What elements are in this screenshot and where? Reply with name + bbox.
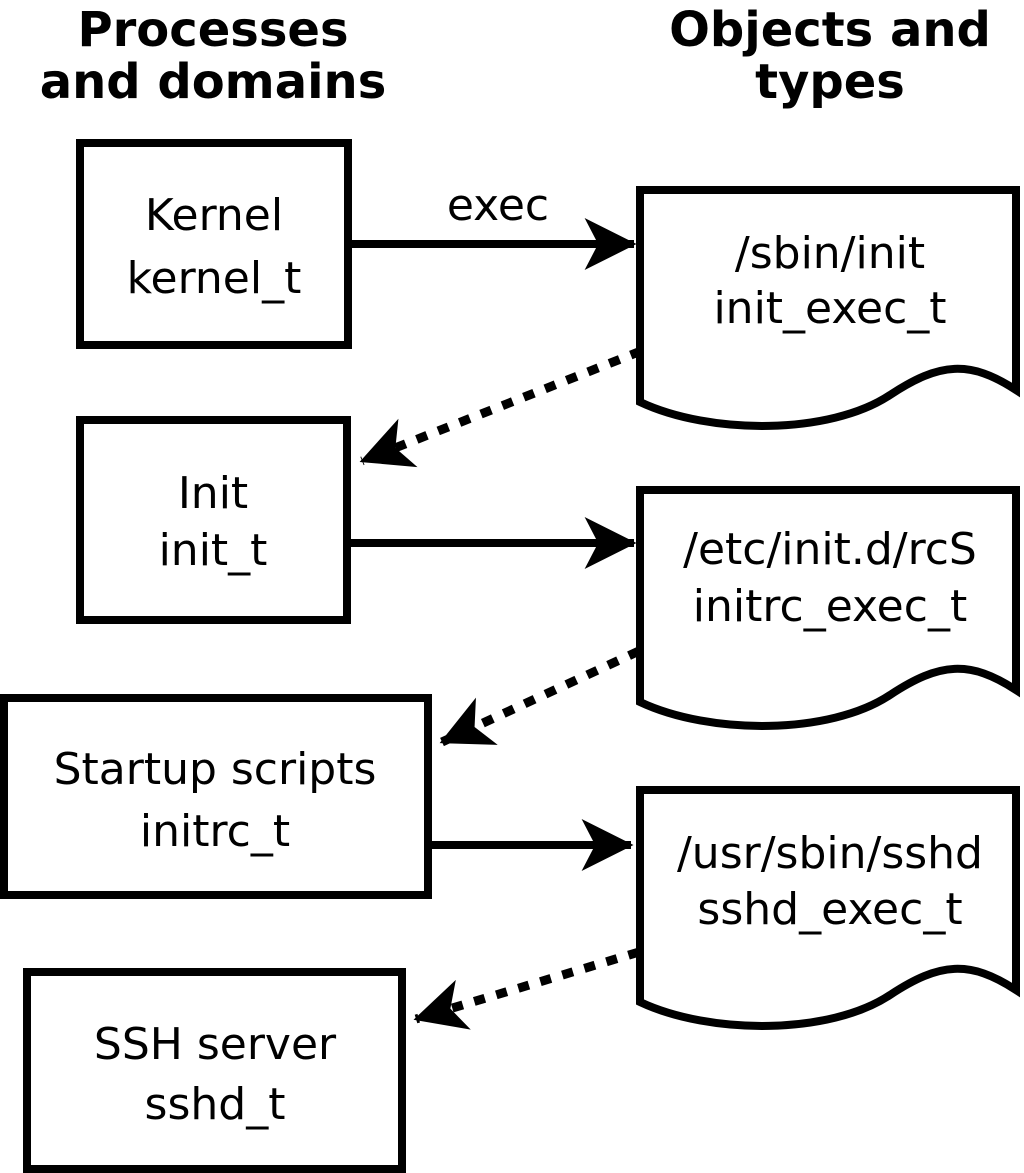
object-doc-etc-init-rcS: /etc/init.d/rcS initrc_exec_t xyxy=(636,486,1020,730)
process-box-startup-scripts-domain: initrc_t xyxy=(140,806,290,857)
process-box-init-domain: init_t xyxy=(159,525,268,576)
header-processes-line1: Processes xyxy=(77,2,348,58)
process-box-ssh-server-rect xyxy=(23,968,406,1173)
process-box-kernel-domain: kernel_t xyxy=(127,253,302,304)
header-objects-line2: types xyxy=(755,54,905,110)
process-box-init-rect xyxy=(76,416,351,624)
process-box-ssh-server-domain: sshd_t xyxy=(145,1079,286,1130)
process-box-ssh-server: SSH server sshd_t xyxy=(23,968,406,1173)
object-doc-etc-init-rcS-type: initrc_exec_t xyxy=(693,581,967,632)
header-objects-line1: Objects and xyxy=(669,2,991,58)
object-doc-usr-sbin-sshd-type: sshd_exec_t xyxy=(697,884,962,935)
transition-arrow-rcS-to-initrc xyxy=(439,646,641,747)
object-doc-sbin-init-path: /sbin/init xyxy=(735,228,925,279)
object-doc-sbin-init: /sbin/init init_exec_t xyxy=(636,186,1020,430)
object-doc-etc-init-rcS-path: /etc/init.d/rcS xyxy=(683,524,977,575)
transition-arrow-sbin-init-to-init xyxy=(359,346,643,468)
column-header-processes: Processes and domains xyxy=(40,2,387,110)
object-doc-sbin-init-type: init_exec_t xyxy=(713,283,946,334)
header-processes-line2: and domains xyxy=(40,54,387,110)
transition-arrow-sshd-exec-to-sshd xyxy=(413,947,641,1030)
object-doc-usr-sbin-sshd-shape xyxy=(636,786,1020,1030)
process-box-startup-scripts-title: Startup scripts xyxy=(54,744,377,795)
process-box-kernel-title: Kernel xyxy=(145,190,283,241)
process-box-ssh-server-title: SSH server xyxy=(94,1019,337,1070)
object-doc-sbin-init-shape xyxy=(636,186,1020,430)
object-doc-usr-sbin-sshd-path: /usr/sbin/sshd xyxy=(677,828,983,879)
object-doc-usr-sbin-sshd: /usr/sbin/sshd sshd_exec_t xyxy=(636,786,1020,1030)
object-doc-etc-init-rcS-shape xyxy=(636,486,1020,730)
process-box-startup-scripts: Startup scripts initrc_t xyxy=(0,694,432,899)
process-box-kernel: Kernel kernel_t xyxy=(76,139,352,349)
process-box-kernel-rect xyxy=(76,139,352,349)
process-box-startup-scripts-rect xyxy=(0,694,432,899)
process-box-init: Init init_t xyxy=(76,416,351,624)
exec-arrow-label: exec xyxy=(447,180,549,231)
column-header-objects: Objects and types xyxy=(669,2,991,110)
process-box-init-title: Init xyxy=(178,468,248,519)
